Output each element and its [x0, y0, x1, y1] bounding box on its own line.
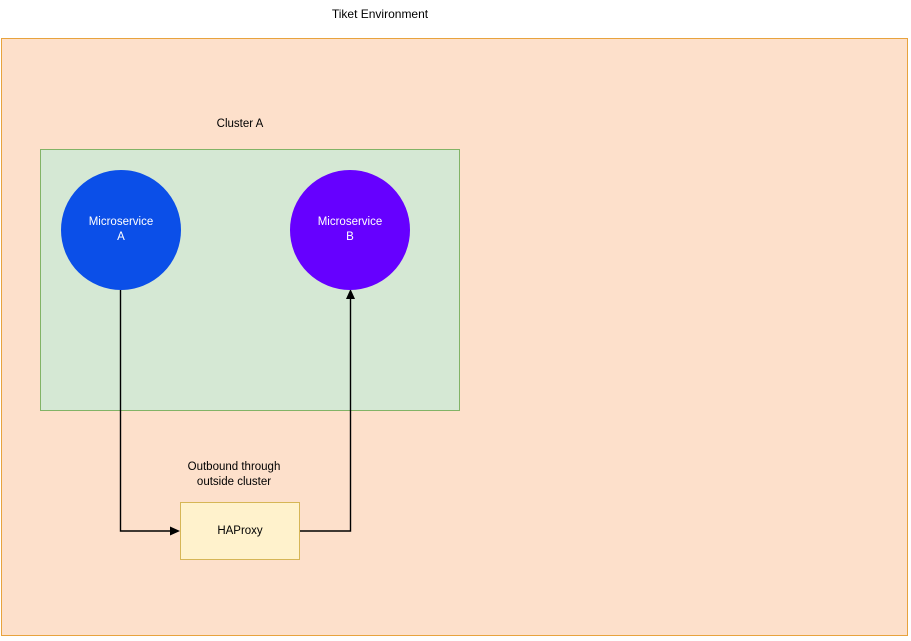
node-haproxy[interactable]: HAProxy — [180, 502, 300, 560]
node-microservice-b-label-line1: Microservice — [317, 216, 383, 228]
haproxy-caption-line1: Outbound through — [187, 461, 281, 473]
page-title: Tiket Environment — [331, 7, 429, 21]
haproxy-caption: Outbound through outside cluster — [174, 460, 294, 490]
node-haproxy-label: HAProxy — [217, 525, 263, 537]
cluster-label: Cluster A — [216, 118, 264, 130]
node-microservice-a-label-line1: Microservice — [88, 216, 154, 228]
node-microservice-b[interactable]: Microservice B — [290, 170, 410, 290]
haproxy-caption-line2: outside cluster — [196, 476, 272, 488]
node-microservice-a-label-line2: A — [117, 231, 125, 243]
node-microservice-a[interactable]: Microservice A — [61, 170, 181, 290]
node-microservice-b-label-line2: B — [346, 231, 354, 243]
